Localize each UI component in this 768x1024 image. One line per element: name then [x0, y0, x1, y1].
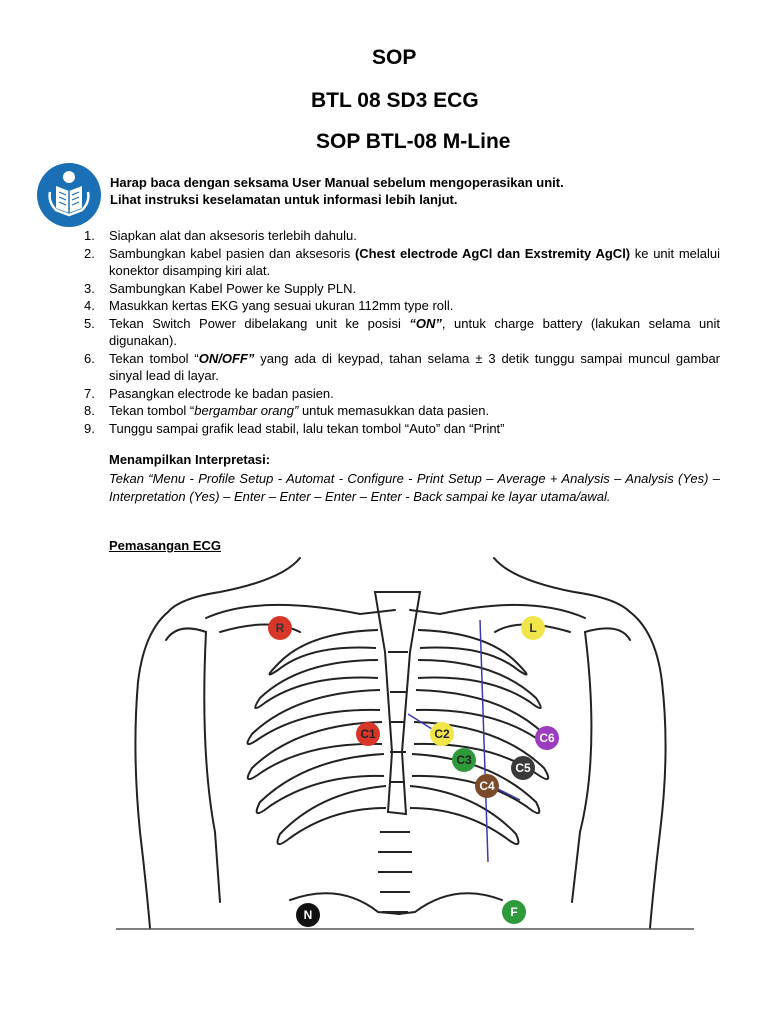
- sop-subtitle: SOP BTL-08 M-Line: [316, 130, 511, 153]
- step-item: 9. Tunggu sampai grafik lead stabil, lal…: [84, 420, 505, 436]
- electrode-label-C2: C2: [434, 727, 450, 741]
- electrode-label-C5: C5: [515, 761, 531, 775]
- electrode-C2: C2: [430, 722, 454, 746]
- electrode-label-C1: C1: [360, 727, 376, 741]
- electrode-label-C4: C4: [479, 779, 495, 793]
- step-item: 4. Masukkan kertas EKG yang sesuai ukura…: [84, 298, 454, 313]
- step-item: 6. Tekan tombol “ON/OFF” yang ada di key…: [84, 350, 720, 384]
- electrode-C3: C3: [452, 748, 476, 772]
- ribs: [246, 629, 550, 845]
- page-title: SOP: [372, 46, 417, 69]
- electrode-C1: C1: [356, 722, 380, 746]
- interpretation-body: Tekan “Menu - Profile Setup - Automat - …: [109, 471, 720, 504]
- procedure-steps: 1. Siapkan alat dan aksesoris terlebih d…: [80, 227, 720, 437]
- step-item: 8. Tekan tombol “bergambar orang” untuk …: [84, 403, 490, 418]
- ecg-electrode-diagram: R L C1 C2 C3 C4 C5 C6 N F: [116, 557, 694, 930]
- electrode-C5: C5: [511, 756, 535, 780]
- notice-line-2: Lihat instruksi keselamatan untuk inform…: [110, 192, 458, 207]
- read-manual-icon: [37, 163, 101, 227]
- electrode-label-C6: C6: [539, 731, 555, 745]
- electrode-label-C3: C3: [456, 753, 472, 767]
- step-item: 5. Tekan Switch Power dibelakang unit ke…: [84, 315, 720, 349]
- electrode-label-F: F: [510, 905, 517, 919]
- electrode-label-N: N: [304, 908, 313, 922]
- electrode-L: L: [521, 616, 545, 640]
- step-item: 2. Sambungkan kabel pasien dan aksesoris…: [84, 245, 721, 279]
- electrode-C6: C6: [535, 726, 559, 750]
- notice-line-1: Harap baca dengan seksama User Manual se…: [110, 175, 564, 190]
- interpretation-title: Menampilkan Interpretasi:: [109, 452, 271, 467]
- electrode-C4: C4: [475, 774, 499, 798]
- step-item: 1. Siapkan alat dan aksesoris terlebih d…: [84, 228, 357, 243]
- step-item: 3. Sambungkan Kabel Power ke Supply PLN.: [84, 280, 357, 296]
- torso-outline: [134, 557, 667, 929]
- electrode-F: F: [502, 900, 526, 924]
- device-title: BTL 08 SD3 ECG: [311, 89, 479, 112]
- sternum-spine: [373, 591, 422, 913]
- electrode-label-R: R: [276, 621, 285, 635]
- electrode-N: N: [296, 903, 320, 927]
- ecg-section-title: Pemasangan ECG: [109, 538, 221, 553]
- safety-notice: Harap baca dengan seksama User Manual se…: [110, 174, 564, 208]
- electrode-R: R: [268, 616, 292, 640]
- electrode-label-L: L: [529, 621, 536, 635]
- step-item: 7. Pasangkan electrode ke badan pasien.: [84, 385, 334, 401]
